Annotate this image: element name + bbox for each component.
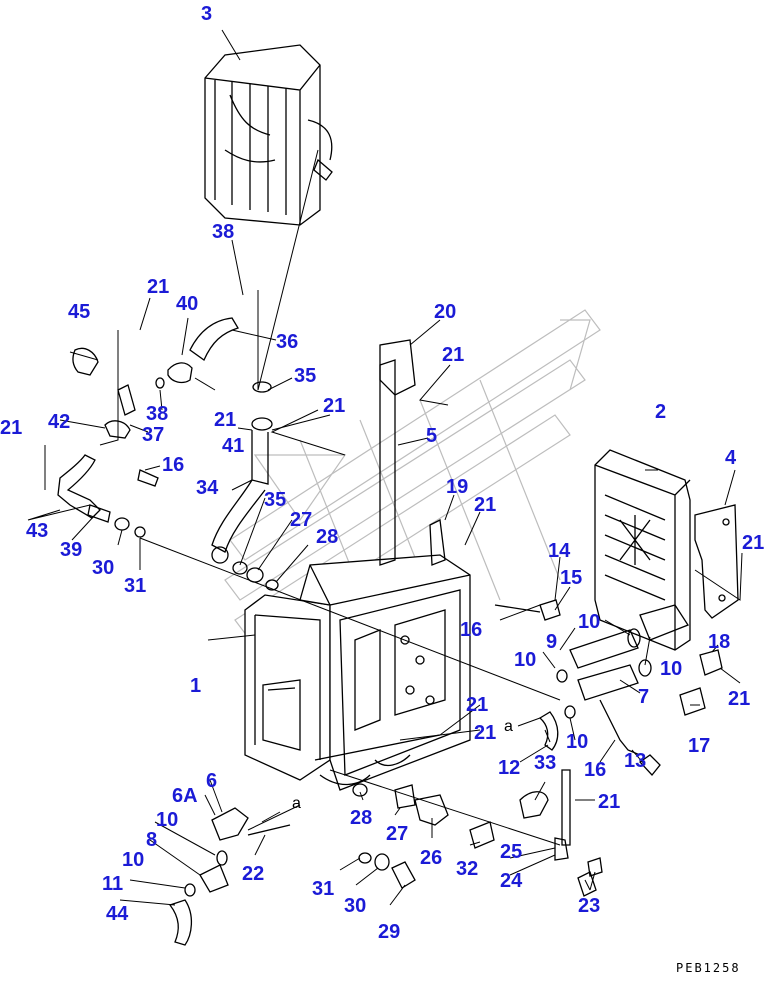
callout-23: 23 [578,895,600,917]
callout-30: 30 [92,557,114,579]
callout-9: 9 [546,631,557,653]
callout-24: 24 [500,870,523,892]
callout-7: 7 [638,686,649,708]
callout-10: 10 [660,658,682,680]
callout-10: 10 [566,731,588,753]
callout-21: 21 [214,409,236,431]
view-markers: a a [261,717,541,823]
callout-34: 34 [196,477,219,499]
heater-core-upper [204,44,333,226]
callout-35: 35 [264,489,286,511]
callout-44: 44 [106,903,129,925]
callout-32: 32 [456,858,478,880]
main-case [244,339,471,791]
sheet-reference-code: PEB1258 [676,961,741,975]
callout-25: 25 [500,841,522,863]
callout-41: 41 [222,435,244,457]
callout-28: 28 [350,807,372,829]
callout-45: 45 [68,301,90,323]
callout-38: 38 [212,221,234,243]
bottom-parts-assembly [168,769,603,946]
callout-22: 22 [242,863,264,885]
callout-21: 21 [474,722,496,744]
center-piping-assembly [211,381,279,591]
callout-21: 21 [147,276,169,298]
callout-29: 29 [378,921,400,943]
callout-21: 21 [598,791,620,813]
callout-16: 16 [584,759,606,781]
callout-13: 13 [624,750,646,772]
callout-15: 15 [560,567,582,589]
leader-lines [27,29,743,906]
callout-10: 10 [578,611,600,633]
heater-core-right [594,449,691,651]
callout-36: 36 [276,331,298,353]
callout-21: 21 [466,694,488,716]
callout-18: 18 [708,631,730,653]
callout-3: 3 [201,3,212,25]
callout-43: 43 [26,520,48,542]
callout-2: 2 [655,401,666,423]
callout-10: 10 [514,649,536,671]
callout-1: 1 [190,675,201,697]
callout-21: 21 [474,494,496,516]
callout-27: 27 [290,509,312,531]
callout-5: 5 [426,425,437,447]
callout-33: 33 [534,752,556,774]
callout-31: 31 [312,878,334,900]
view-marker-a-right: a [504,718,513,735]
callout-31: 31 [124,575,146,597]
callout-39: 39 [60,539,82,561]
callout-37: 37 [142,424,164,446]
callout-4: 4 [725,447,737,469]
background-watermark [224,309,601,641]
view-marker-a-bottom: a [292,795,301,812]
callout-19: 19 [446,476,468,498]
callout-30: 30 [344,895,366,917]
callout-21: 21 [0,417,22,439]
callout-6: 6 [206,770,217,792]
callout-20: 20 [434,301,456,323]
callout-40: 40 [176,293,198,315]
callout-21: 21 [323,395,345,417]
callout-8: 8 [146,829,157,851]
callout-17: 17 [688,735,710,757]
callout-21: 21 [442,344,464,366]
callout-16: 16 [460,619,482,641]
callout-42: 42 [48,411,70,433]
callout-38: 38 [146,403,168,425]
left-piping-assembly [57,317,239,538]
bracket-plate [694,504,739,619]
callout-35: 35 [294,365,316,387]
callout-28: 28 [316,526,338,548]
callout-10: 10 [156,809,178,831]
callout-27: 27 [386,823,408,845]
callout-21: 21 [742,532,764,554]
callout-16: 16 [162,454,184,476]
callout-21: 21 [728,688,750,710]
callout-11: 11 [102,873,123,895]
callout-labels: 3 38 36 35 21 40 45 38 21 42 37 21 16 43… [0,3,764,943]
callout-10: 10 [122,849,144,871]
callout-12: 12 [498,757,520,779]
callout-6a: 6A [172,785,198,807]
callout-26: 26 [420,847,442,869]
callout-14: 14 [548,540,571,562]
right-piping-assembly [494,599,723,776]
